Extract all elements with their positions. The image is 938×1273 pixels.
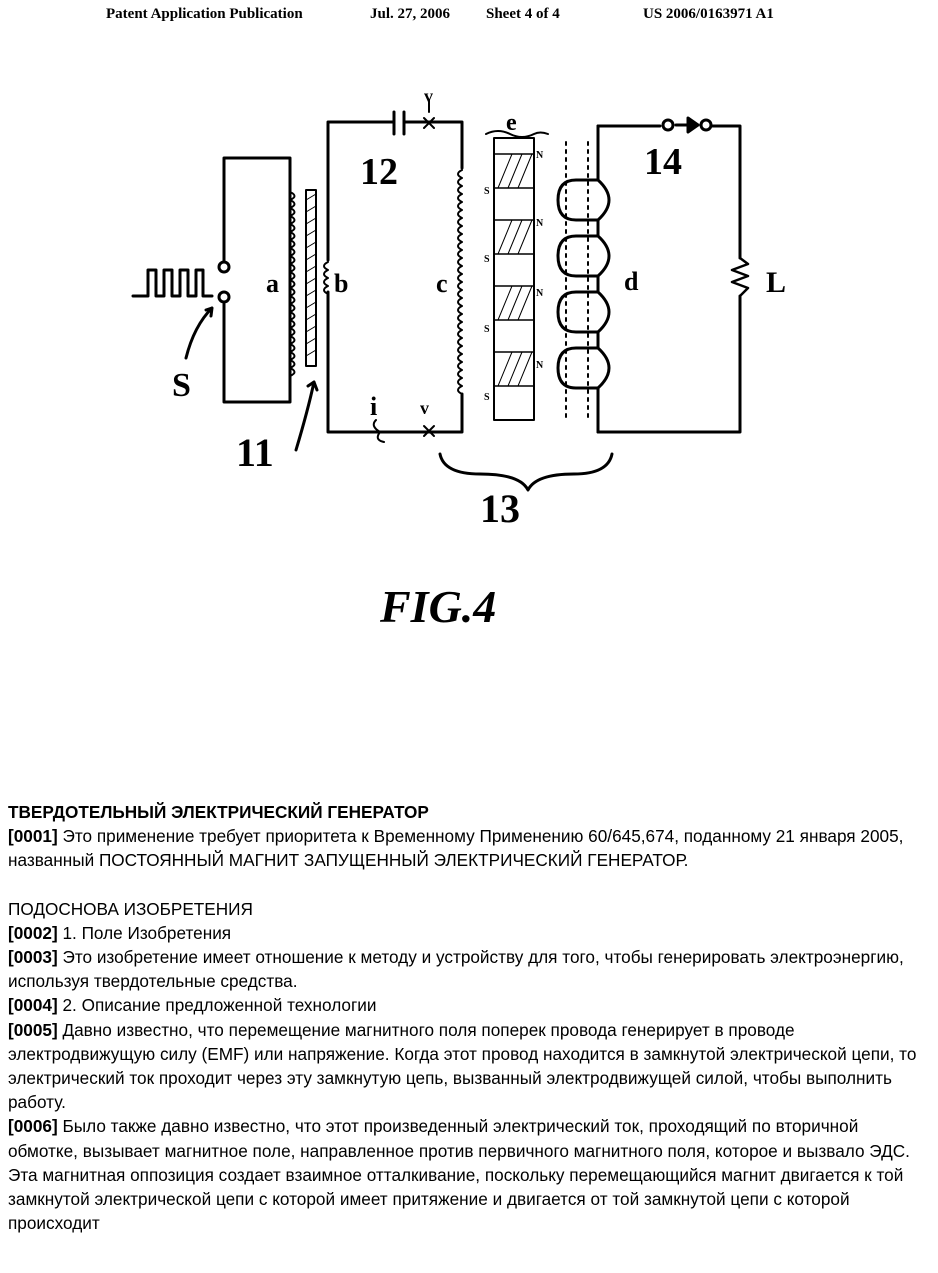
section-heading-background: ПОДОСНОВА ИЗОБРЕТЕНИЯ — [8, 898, 253, 919]
pole-1: N — [536, 150, 544, 161]
label-12: 12 — [360, 151, 398, 193]
label-e: e — [506, 110, 517, 136]
arrow-11 — [294, 380, 319, 452]
coil-c — [457, 169, 463, 395]
capacitor-12 — [392, 110, 406, 136]
paragraph-number: [0006] — [8, 1116, 58, 1137]
paragraph-0001: [0001] Это применение требует приоритета… — [8, 824, 933, 872]
input-terminal-bottom — [217, 290, 231, 304]
paragraph-text: Это изобретение имеет отношение к методу… — [8, 947, 904, 992]
document-title: ТВЕРДОТЕЛЬНЫЙ ЭЛЕКТРИЧЕСКИЙ ГЕНЕРАТОР — [8, 802, 429, 822]
paragraph-0003: [0003] Это изобретение имеет отношение к… — [8, 945, 933, 993]
figure-4-drawing: a b c d e S L i 11 12 13 14 v v N S N S … — [131, 86, 786, 632]
label-b: b — [334, 269, 348, 298]
pole-2: S — [484, 186, 490, 197]
paragraph-number: [0004] — [8, 995, 58, 1016]
cross-v-top — [423, 99, 435, 129]
paragraph-number: [0002] — [8, 922, 58, 943]
header-patent-number: US 2006/0163971 A1 — [643, 6, 774, 22]
brace-13 — [438, 452, 614, 492]
magnet-stack-outline — [493, 137, 535, 421]
paragraph-text: Давно известно, что перемещение магнитно… — [8, 1019, 917, 1113]
header-date: Jul. 27, 2006 — [370, 6, 451, 22]
label-14: 14 — [644, 141, 682, 183]
input-terminal-top — [217, 260, 231, 274]
pole-6: S — [484, 324, 490, 335]
label-11: 11 — [236, 430, 274, 475]
header-publication: Patent Application Publication — [106, 6, 303, 22]
square-wave-signal — [131, 268, 214, 298]
paragraph-0004: [0004] 2. Описание предложенной технолог… — [8, 993, 933, 1017]
diode-terminal-right — [699, 118, 713, 132]
paragraph-text: 1. Поле Изобретения — [57, 922, 232, 943]
paragraph-number: [0001] — [8, 826, 58, 847]
label-L: L — [766, 266, 786, 299]
paragraph-gap — [8, 873, 933, 897]
load-resistor-L — [730, 256, 750, 298]
meter-G — [372, 419, 385, 443]
body-text: ТВЕРДОТЕЛЬНЫЙ ЭЛЕКТРИЧЕСКИЙ ГЕНЕРАТОР [0… — [8, 800, 933, 1235]
output-loop-bottom-left — [596, 178, 611, 390]
label-13: 13 — [480, 486, 520, 531]
transformer-core-11 — [305, 189, 317, 367]
label-a: a — [266, 269, 279, 298]
label-d: d — [624, 267, 639, 296]
coil-b — [323, 261, 329, 295]
paragraph-text: Это применение требует приоритета к Врем… — [8, 826, 904, 871]
label-v-bottom: v — [420, 398, 429, 418]
coil-a — [289, 191, 296, 377]
magnet-hatching — [497, 153, 533, 387]
pole-5: N — [536, 288, 544, 299]
secondary-circuit-wire — [326, 120, 464, 434]
primary-circuit-wire — [222, 156, 292, 404]
header-sheet: Sheet 4 of 4 — [486, 6, 560, 22]
paragraph-number: [0003] — [8, 947, 58, 968]
magnet-e-wavy-top — [485, 130, 549, 138]
core-hatching — [305, 193, 317, 357]
label-v-top: v — [424, 86, 433, 106]
pole-3: N — [536, 218, 544, 229]
pole-8: S — [484, 392, 490, 403]
page-header: Patent Application Publication Jul. 27, … — [0, 6, 938, 28]
label-S: S — [172, 367, 191, 404]
pole-7: N — [536, 360, 544, 371]
magnet-dividers — [493, 153, 535, 387]
source-arrow — [184, 306, 214, 360]
cross-v-bottom — [423, 425, 435, 437]
output-circuit-wire — [596, 124, 742, 434]
paragraph-0005: [0005] Давно известно, что перемещение м… — [8, 1018, 933, 1115]
paragraph-0002: [0002] 1. Поле Изобретения — [8, 921, 933, 945]
figure-caption: FIG.4 — [379, 581, 496, 632]
paragraph-text: Было также давно известно, что этот прои… — [8, 1116, 910, 1234]
label-c: c — [436, 269, 448, 298]
diode-terminal-left — [661, 118, 675, 132]
paragraph-0006: [0006] Было также давно известно, что эт… — [8, 1114, 933, 1235]
figure-labels: a b c d e S L i 11 12 13 14 v v N S N S … — [172, 86, 786, 632]
diode-14 — [674, 116, 700, 134]
output-coil-d — [556, 124, 600, 434]
paragraph-text: 2. Описание предложенной технологии — [57, 995, 377, 1016]
label-i: i — [370, 392, 377, 421]
paragraph-number: [0005] — [8, 1019, 58, 1040]
pole-4: S — [484, 254, 490, 265]
